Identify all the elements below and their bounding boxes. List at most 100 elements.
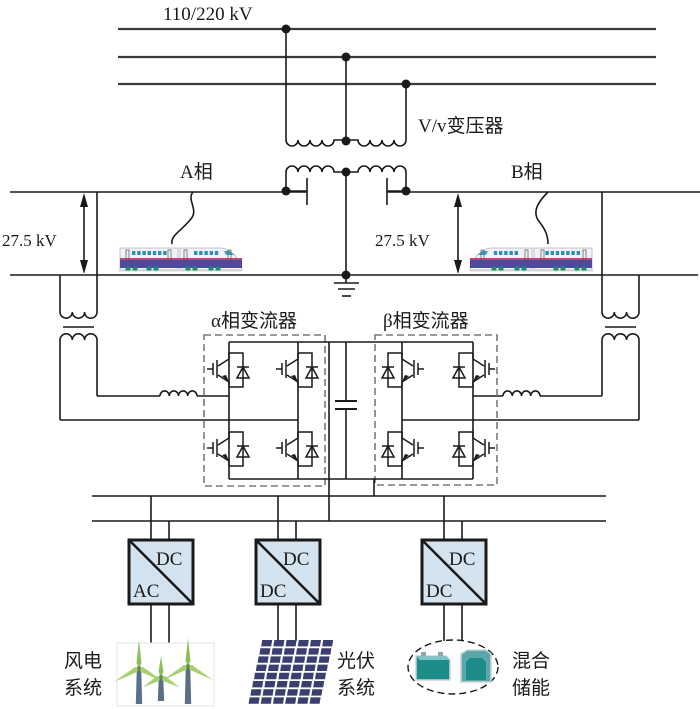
solar-cell <box>268 664 279 671</box>
igbt-switch-icon <box>276 431 320 467</box>
catenary-voltage-right: 27.5 kV <box>375 231 431 250</box>
inductor-alpha <box>159 390 198 397</box>
solar-panel-icon <box>248 640 334 704</box>
dc-link <box>228 341 474 521</box>
turbine <box>163 638 213 704</box>
solar-cell <box>296 648 307 655</box>
storage-group-outline <box>407 639 499 695</box>
solar-cell <box>299 689 311 696</box>
alpha-converter-label: α相变流器 <box>211 310 297 332</box>
converter-bottom-label: AC <box>133 581 159 602</box>
solar-cell <box>255 664 267 671</box>
solar-cell <box>248 697 260 704</box>
solar-cell <box>259 648 271 655</box>
voltage-arrow-right <box>454 193 462 274</box>
solar-cell <box>282 656 293 663</box>
source-label-line1: 风电 <box>64 650 102 672</box>
solar-cell <box>254 672 265 680</box>
turbine <box>142 656 180 701</box>
solar-cell <box>297 640 309 647</box>
solar-cell <box>313 681 325 688</box>
converter-bottom-label: DC <box>260 581 286 602</box>
solar-cell <box>302 672 314 680</box>
train-icon <box>469 247 594 272</box>
converter-top-label: DC <box>449 549 475 570</box>
solar-cell <box>318 656 330 663</box>
solar-cell <box>309 697 321 704</box>
solar-cell <box>276 681 288 688</box>
phase-a-label: A相 <box>180 161 213 183</box>
converter-bottom-label: DC <box>426 581 452 602</box>
solar-cell <box>285 697 297 704</box>
beta-converter-box <box>374 334 498 486</box>
catenary-voltage-left: 27.5 kV <box>2 231 58 250</box>
ground-icon <box>334 282 359 297</box>
solar-cell <box>278 672 290 680</box>
transformer-label: V/v变压器 <box>418 115 504 137</box>
dc-converter-block: DC DC <box>254 496 322 641</box>
solar-cell <box>297 697 309 704</box>
pantograph-b <box>535 191 549 245</box>
dc-converter-block: DC DC <box>420 496 488 641</box>
igbt-switch-icon <box>276 352 320 388</box>
solar-cell <box>283 648 295 655</box>
solar-cell <box>264 681 276 688</box>
igbt-switch-icon <box>451 431 495 467</box>
feeder-transformer-left <box>59 192 98 420</box>
solar-cell <box>273 640 285 647</box>
voltage-arrow-left <box>80 193 88 274</box>
solar-cell <box>304 664 316 671</box>
source-labels: 风电 系统 光伏 系统 混合 储能 <box>64 650 550 699</box>
solar-cell <box>287 689 298 696</box>
solar-cell <box>252 681 264 688</box>
solar-cell <box>310 640 321 647</box>
igbt-switch-icon <box>207 352 251 388</box>
solar-cell <box>285 640 297 647</box>
solar-cell <box>322 640 334 647</box>
solar-cell <box>306 656 318 663</box>
converter-top-label: DC <box>156 549 182 570</box>
turbine <box>114 640 164 704</box>
alpha-converter-box <box>203 334 326 487</box>
ac-link-beta <box>402 390 639 421</box>
converter-top-label: DC <box>283 549 309 570</box>
battery-icon <box>415 652 451 681</box>
source-label-line2: 系统 <box>337 677 375 699</box>
dc-converter-block: DC AC <box>127 496 195 643</box>
wind-turbine-icon <box>114 638 215 707</box>
solar-cell <box>271 648 283 655</box>
grid-busbars <box>118 27 656 86</box>
supercapacitor-icon <box>460 649 492 683</box>
igbt-switch-icon <box>207 431 251 467</box>
igbt-switch-icon <box>380 352 424 388</box>
grid-voltage-label: 110/220 kV <box>163 4 253 25</box>
phase-b-label: B相 <box>511 161 543 183</box>
igbt-switch-icon <box>451 352 495 388</box>
hybrid-storage-icon <box>407 639 499 695</box>
feeder-transformer-right <box>601 192 640 420</box>
solar-cell <box>311 689 323 696</box>
source-label-line2: 系统 <box>64 677 102 699</box>
solar-cell <box>316 664 328 671</box>
beta-converter-label: β相变流器 <box>383 310 469 332</box>
solar-cell <box>308 648 320 655</box>
solar-cell <box>301 681 312 688</box>
igbt-switch-icon <box>380 431 424 467</box>
dc-capacitor-icon <box>335 342 357 479</box>
solar-cell <box>294 656 306 663</box>
ac-link-alpha <box>60 390 298 421</box>
solar-cell <box>262 689 274 696</box>
solar-cell <box>260 697 272 704</box>
solar-cell <box>266 672 278 680</box>
solar-cell <box>273 697 284 704</box>
source-label-line1: 混合 <box>512 650 550 672</box>
solar-cell <box>250 689 262 696</box>
inductor-beta <box>502 390 541 397</box>
solar-cell <box>269 656 281 663</box>
train-icon <box>118 247 243 272</box>
source-label-line1: 光伏 <box>337 650 375 672</box>
pantograph-a <box>171 191 195 245</box>
solar-cell <box>290 672 302 680</box>
solar-cell <box>315 672 326 680</box>
